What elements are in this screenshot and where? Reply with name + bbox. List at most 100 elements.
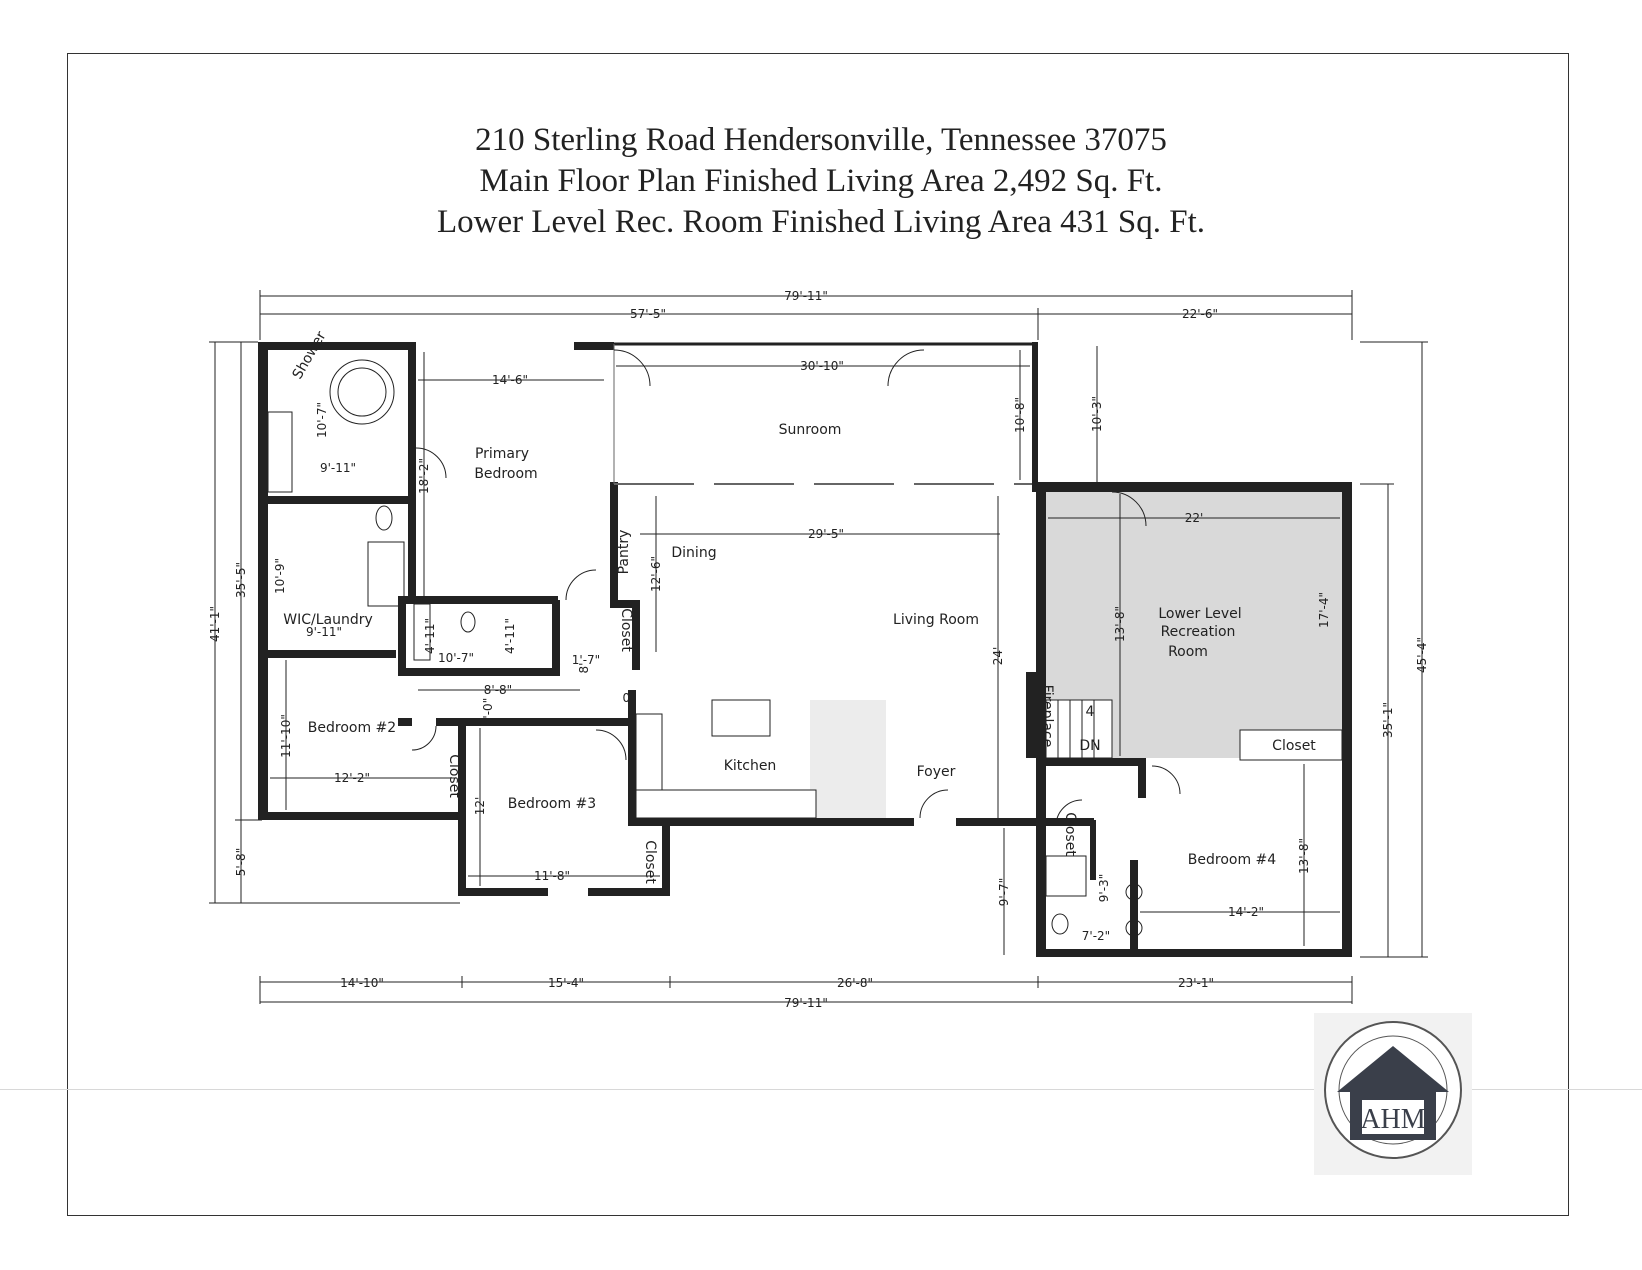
left-dimensions: 41'-1" 35'-5" 5'-8" <box>208 341 460 904</box>
label-closet-bed4: Closet <box>1062 812 1078 856</box>
dim-dining-height: 12'-6" <box>649 556 663 592</box>
dim-bath-width: 9'-11" <box>320 461 356 475</box>
dim-bottom-3: 26'-8" <box>837 976 873 990</box>
washer-dryer <box>367 541 405 607</box>
dim-hall-3: 3'-0" <box>481 698 495 726</box>
label-shower: Shower <box>290 329 330 382</box>
ahm-logo: AHM <box>1314 1013 1472 1175</box>
dim-bath3-width: 7'-2" <box>1082 929 1110 943</box>
label-pantry: Pantry <box>616 530 632 575</box>
title-address: 210 Sterling Road Hendersonville, Tennes… <box>475 122 1167 158</box>
dim-bottom-total: 79'-11" <box>784 996 828 1010</box>
label-kitchen: Kitchen <box>724 758 777 774</box>
bottom-dimensions: 14'-10" 15'-4" 26'-8" 23'-1" 79'-11" <box>259 976 1353 1010</box>
stair <box>1045 699 1113 759</box>
dim-bottom-4: 23'-1" <box>1178 976 1214 990</box>
label-rec-3: Room <box>1168 644 1208 660</box>
dim-primary-height: 18'-2" <box>417 458 431 494</box>
page-frame <box>67 53 1569 1216</box>
logo-letters: AHM <box>1360 1104 1425 1135</box>
title-main-floor: Main Floor Plan Finished Living Area 2,4… <box>479 163 1163 199</box>
dim-living-width: 29'-5" <box>808 527 844 541</box>
dim-bed3-width: 11'-8" <box>534 869 570 883</box>
dim-right-inner: 35'-1" <box>1381 702 1395 738</box>
dim-closet-17: 1'-7" <box>572 653 600 667</box>
dim-right-top: 10'-3" <box>1090 396 1104 432</box>
dim-living-height: 24' <box>991 647 1005 666</box>
dim-primary-width: 14'-6" <box>492 373 528 387</box>
dim-zero: 0' <box>623 691 634 705</box>
dim-bath2-height1: 4'-11" <box>423 618 437 654</box>
label-bedroom-3: Bedroom #3 <box>508 796 596 812</box>
dim-top-right: 22'-6" <box>1182 307 1218 321</box>
label-sunroom: Sunroom <box>779 422 842 438</box>
toilet-3 <box>1051 913 1069 935</box>
title-block: 210 Sterling Road Hendersonville, Tennes… <box>0 120 1642 243</box>
label-foyer: Foyer <box>917 764 956 780</box>
sink-4 <box>1125 919 1143 937</box>
dim-top-left: 57'-5" <box>630 307 666 321</box>
dim-bed2-width: 12'-2" <box>334 771 370 785</box>
dim-bath3-height: 9'-3" <box>1097 874 1111 902</box>
dim-rec-height2: 17'-4" <box>1317 592 1331 628</box>
kitchen-counter <box>635 789 817 819</box>
label-wic-laundry: WIC/Laundry <box>283 612 373 628</box>
dim-wic-height: 10'-9" <box>273 558 287 594</box>
vanity <box>267 411 293 493</box>
dim-left-inner: 35'-5" <box>234 562 248 598</box>
dim-bed4-width: 14'-2" <box>1228 905 1264 919</box>
label-rec-2: Recreation <box>1161 624 1236 640</box>
dim-left-outer: 41'-1" <box>208 606 222 642</box>
tub-2 <box>413 603 431 661</box>
interior-dimensions: 14'-6" 18'-2" 10'-7" 9'-11" 30'-10" 10'-… <box>270 350 1340 955</box>
label-stair-num: 4 <box>1086 704 1095 720</box>
label-living-room: Living Room <box>893 612 979 628</box>
label-dining: Dining <box>671 545 716 561</box>
walls <box>258 342 1352 957</box>
dim-hall-width: 8'-8" <box>484 683 512 697</box>
dim-bed2-height: 11'-10" <box>279 714 293 758</box>
toilet <box>375 505 393 531</box>
label-closet-rec: Closet <box>1272 738 1316 754</box>
label-closet-pantry: Closet <box>618 608 634 652</box>
dim-bed3-height: 12' <box>473 797 487 816</box>
doors <box>411 349 1181 827</box>
shower-bed4 <box>1045 855 1087 897</box>
rec-closet <box>1239 729 1343 761</box>
dim-rec-height: 13'-8" <box>1113 606 1127 642</box>
label-bedroom-4: Bedroom #4 <box>1188 852 1277 868</box>
label-rec-1: Lower Level <box>1158 606 1241 622</box>
label-primary-1: Primary <box>475 446 529 462</box>
dim-bath-height: 10'-7" <box>315 402 329 438</box>
dim-bottom-1: 14'-10" <box>340 976 384 990</box>
dim-hall-8: 8' <box>577 663 591 674</box>
dim-left-low: 5'-8" <box>234 848 248 876</box>
dim-foyer-height: 9'-7" <box>997 878 1011 906</box>
toilet-2 <box>460 611 476 633</box>
label-primary-2: Bedroom <box>474 466 537 482</box>
dim-top-total: 79'-11" <box>784 289 828 303</box>
dim-right-outer: 45'-4" <box>1415 637 1429 673</box>
kitchen-fridge <box>635 713 663 791</box>
sunroom-windows <box>613 342 1032 485</box>
right-dimensions: 45'-4" 35'-1" 10'-3" <box>1090 341 1429 958</box>
dim-bath2-width: 10'-7" <box>438 651 474 665</box>
dim-rec-width: 22' <box>1185 511 1204 525</box>
dim-sunroom-height: 10'-8" <box>1013 397 1027 433</box>
tub <box>329 359 395 425</box>
label-fireplace: Fireplace <box>1039 685 1055 748</box>
label-bedroom-2: Bedroom #2 <box>308 720 396 736</box>
kitchen-island <box>711 699 771 737</box>
dim-bath2-height2: 4'-11" <box>503 618 517 654</box>
dim-bottom-2: 15'-4" <box>548 976 584 990</box>
kitchen-counter-fill <box>810 700 886 818</box>
dim-bed4-height: 13'-8" <box>1297 838 1311 874</box>
label-closet-bed2: Closet <box>446 754 462 798</box>
label-closet-bed3: Closet <box>642 840 658 884</box>
sink-3 <box>1125 883 1143 901</box>
label-stair-down: DN <box>1079 738 1100 754</box>
title-lower-level: Lower Level Rec. Room Finished Living Ar… <box>436 204 1206 240</box>
scan-line <box>0 1089 1642 1090</box>
dim-sunroom-width: 30'-10" <box>800 359 844 373</box>
